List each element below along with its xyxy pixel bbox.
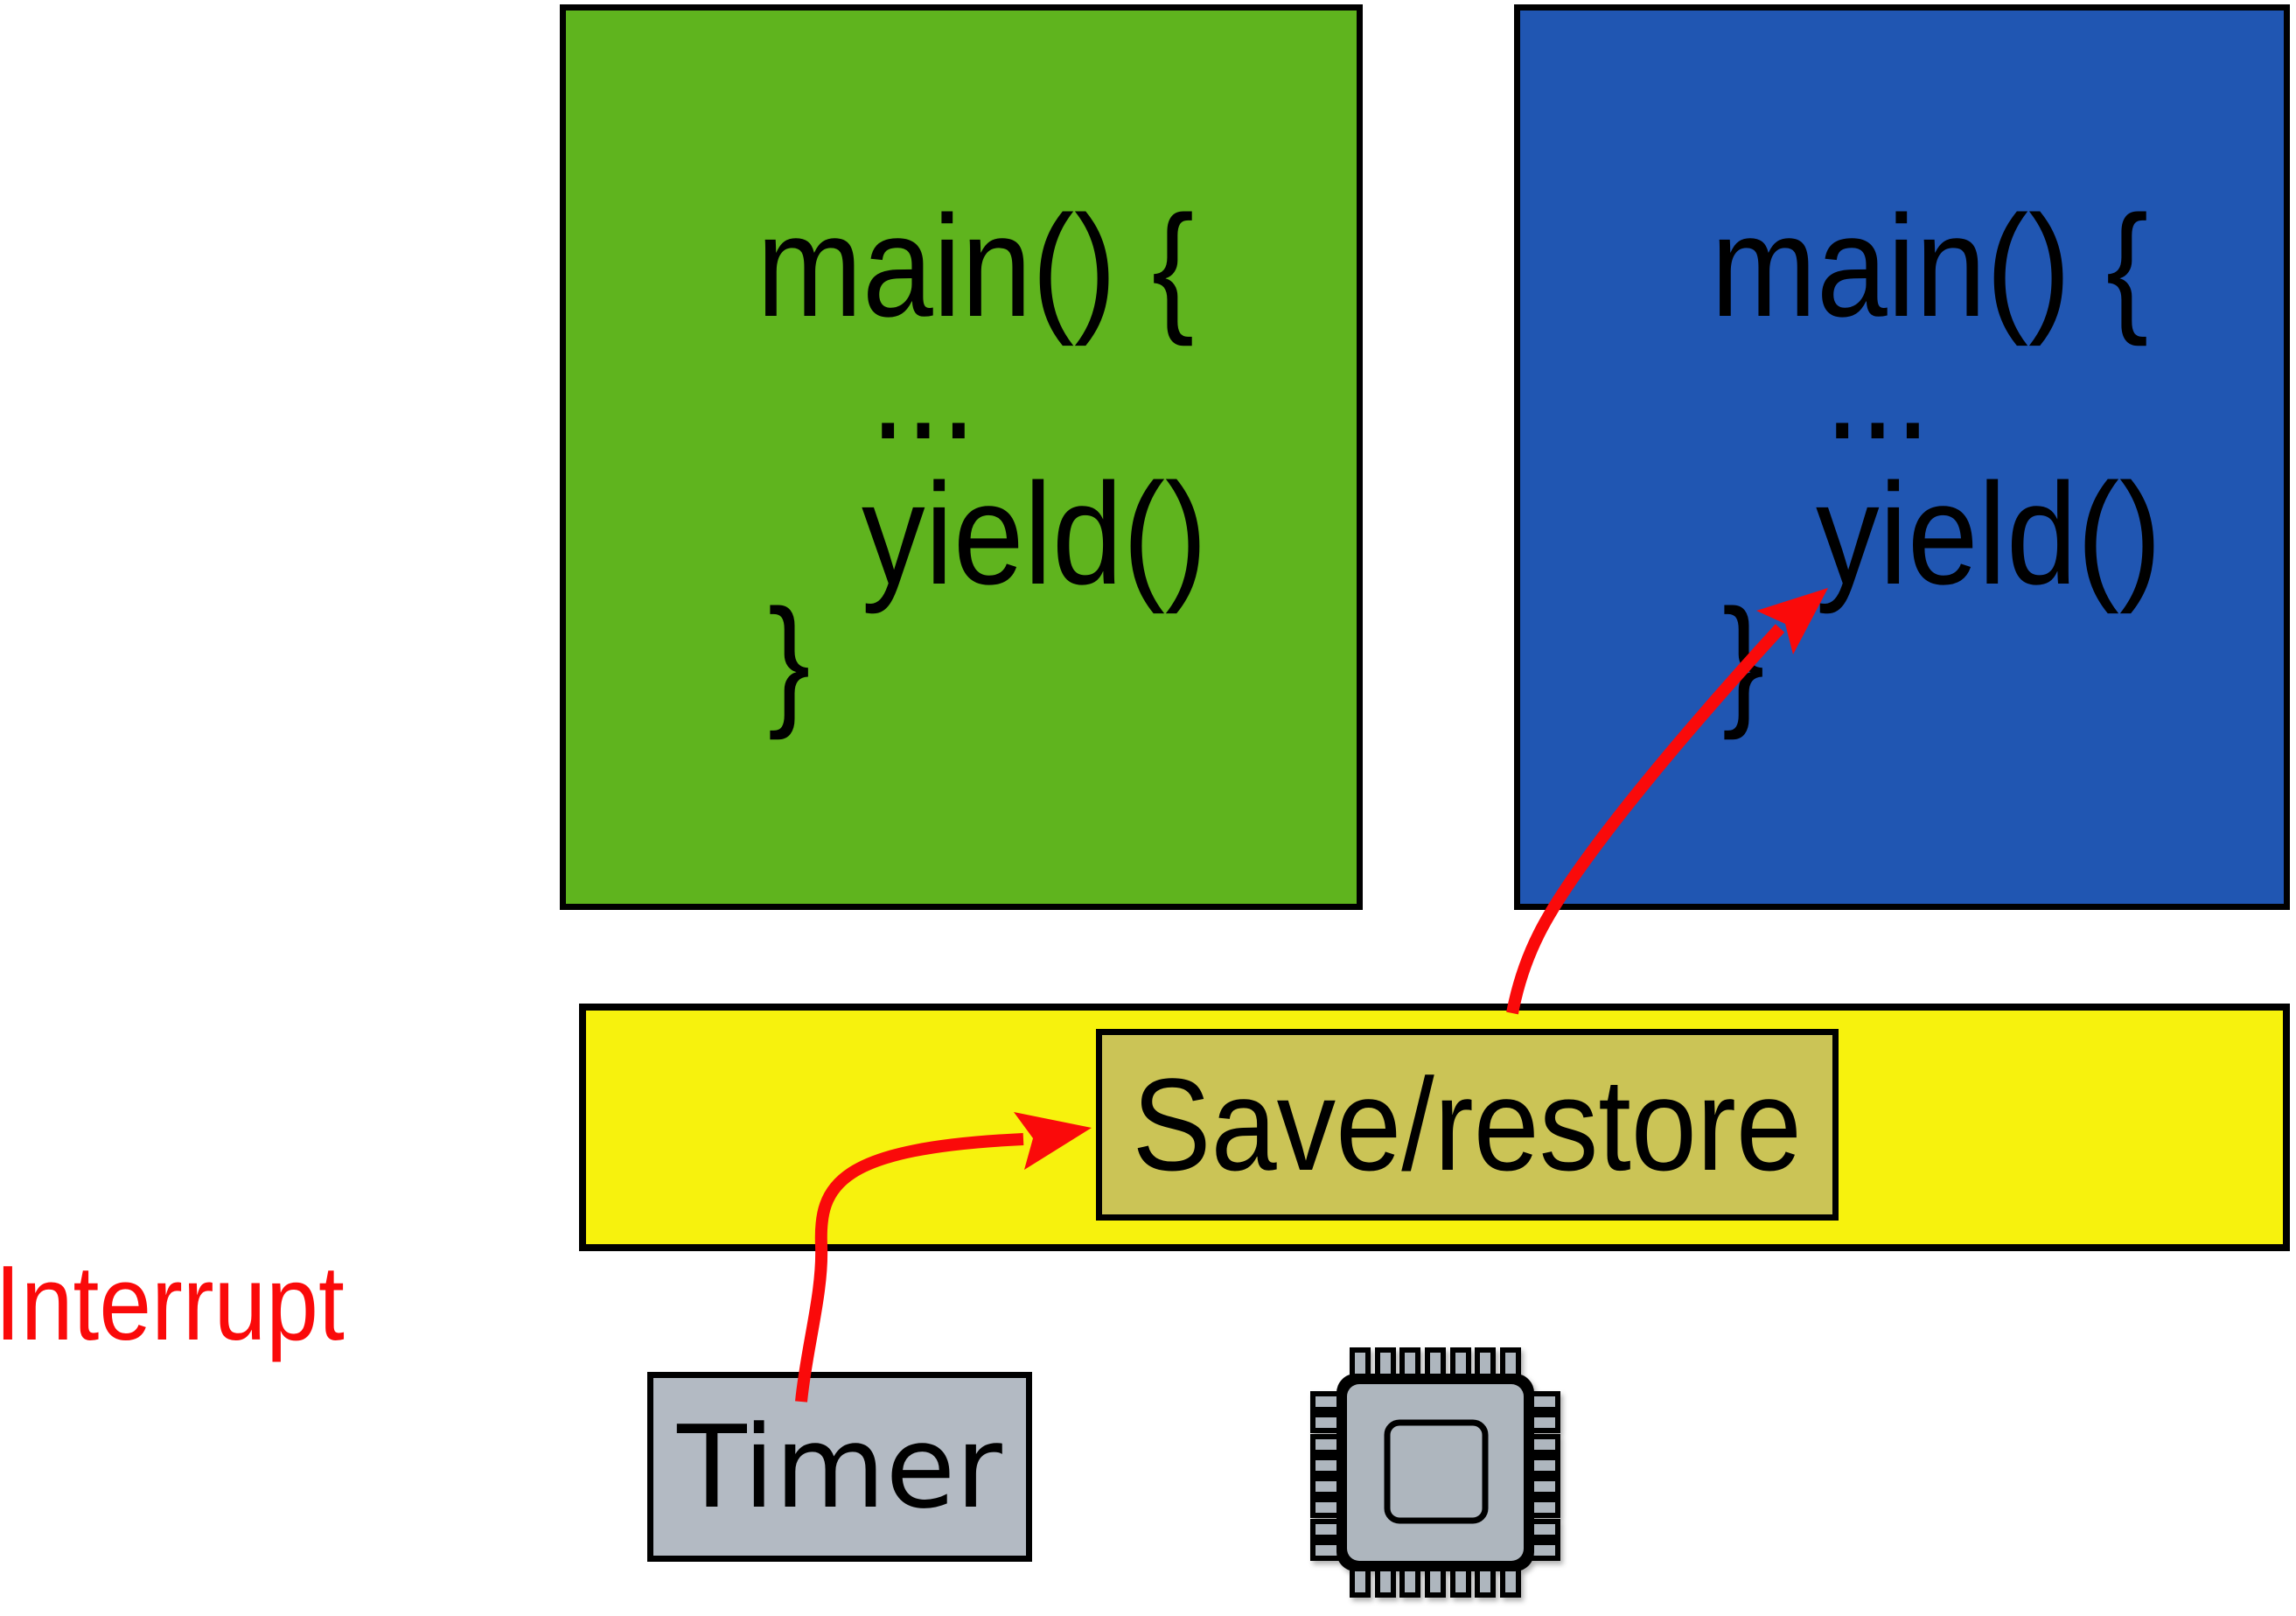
timer-label: Timer [677, 1400, 1002, 1534]
code-text: ... [870, 308, 977, 469]
code-line-main: main() { [757, 194, 1253, 339]
task-box-green: main() { ... yield() } [560, 4, 1363, 910]
code-text: main() { [757, 185, 1195, 346]
chip-die [1384, 1419, 1489, 1524]
code-text: } [1722, 579, 1765, 740]
save-restore-label: Save/restore [1132, 1051, 1803, 1198]
code-line-main: main() { [1711, 194, 2208, 339]
code-line-ellipsis: ... [1825, 317, 1945, 461]
code-line-brace: } [768, 588, 816, 732]
timer-box: Timer [647, 1372, 1032, 1562]
code-line-ellipsis: ... [870, 317, 991, 461]
code-line-brace: } [1722, 588, 1770, 732]
code-line-yield: yield() [1816, 462, 2209, 606]
cpu-chip-icon [1310, 1347, 1560, 1598]
code-text: yield() [862, 453, 1208, 614]
code-text: ... [1825, 308, 1931, 469]
task-box-blue: main() { ... yield() } [1514, 4, 2290, 910]
code-text: } [768, 579, 811, 740]
interrupt-text: Interrupt [0, 1243, 345, 1362]
interrupt-label: Interrupt [0, 1249, 392, 1356]
code-line-yield: yield() [862, 462, 1254, 606]
code-text: main() { [1711, 185, 2149, 346]
save-restore-box: Save/restore [1096, 1029, 1839, 1221]
code-text: yield() [1816, 453, 2162, 614]
